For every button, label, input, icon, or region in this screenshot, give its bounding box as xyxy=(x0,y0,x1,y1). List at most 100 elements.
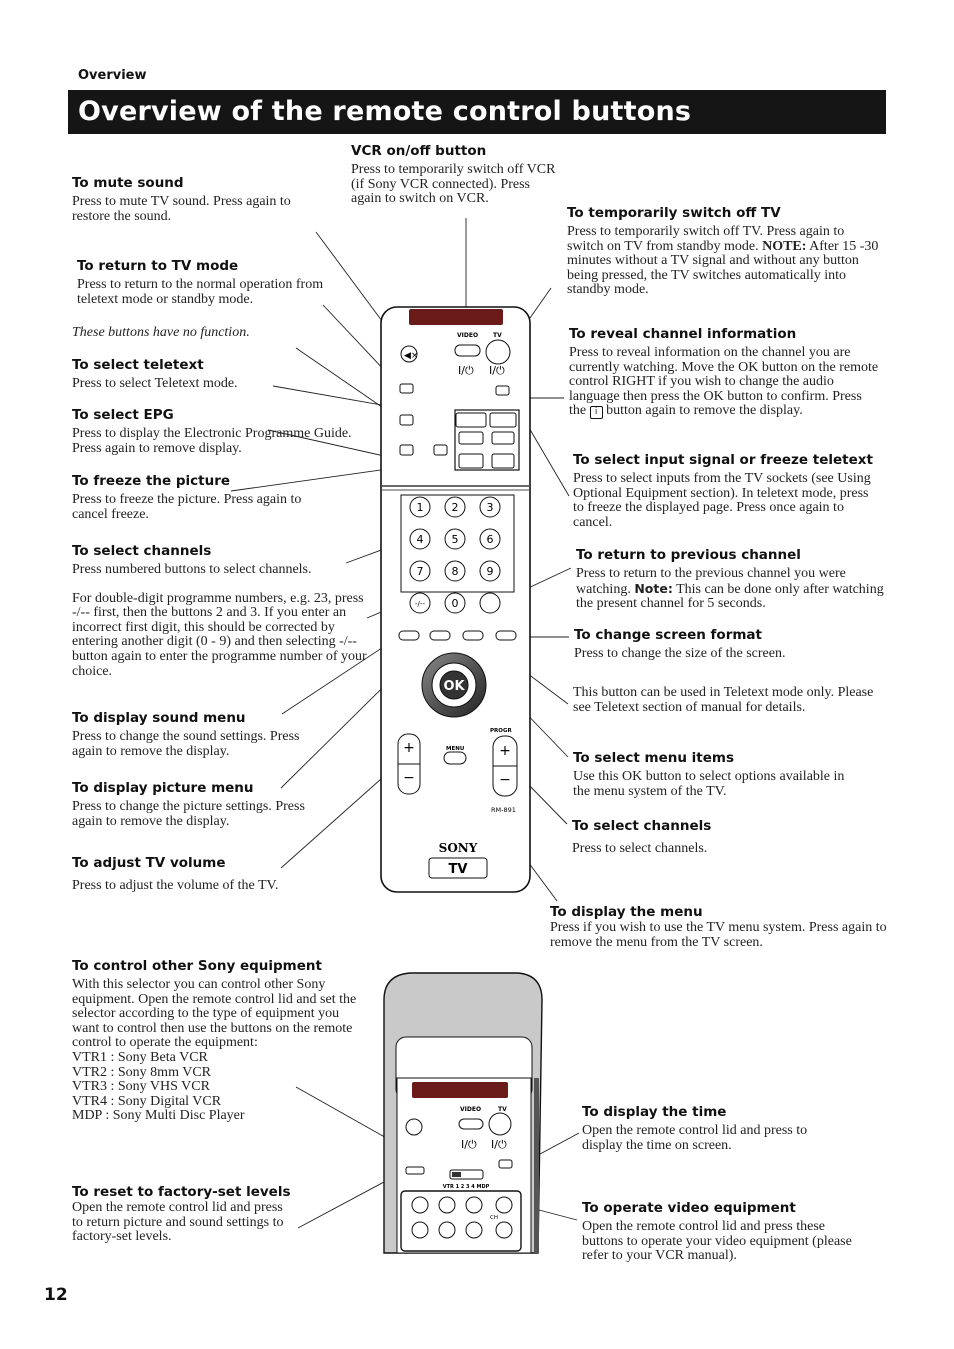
svg-text:I/⏻: I/⏻ xyxy=(491,1138,507,1151)
time-heading: To display the time xyxy=(582,1104,727,1120)
equipment-item: MDP : Sony Multi Disc Player xyxy=(72,1108,245,1124)
svg-text:TV: TV xyxy=(498,1106,507,1113)
svg-text:1: 1 xyxy=(417,501,424,514)
picture-menu-block: To display picture menu Press to change … xyxy=(72,780,312,829)
volume-heading: To adjust TV volume xyxy=(72,855,226,871)
factory-text: Open the remote control lid and press to… xyxy=(72,1200,284,1245)
video-block: To operate video equipment Open the remo… xyxy=(582,1200,867,1264)
factory-heading: To reset to factory-set levels xyxy=(72,1184,291,1200)
title-bar: Overview of the remote control buttons xyxy=(68,90,886,134)
previous-note-label: Note: xyxy=(634,580,673,596)
svg-text:I/⏻: I/⏻ xyxy=(458,364,474,377)
previous-heading: To return to previous channel xyxy=(576,547,801,563)
svg-text:6: 6 xyxy=(487,533,494,546)
format-block: To change screen format Press to change … xyxy=(574,627,874,662)
info-icon: i xyxy=(589,406,603,420)
svg-text:8: 8 xyxy=(452,565,459,578)
freeze-heading: To freeze the picture xyxy=(72,473,231,489)
picture-menu-heading: To display picture menu xyxy=(72,780,254,796)
menu-block: To display the menu Press if you wish to… xyxy=(550,904,890,950)
channels-text: Press numbered buttons to select channel… xyxy=(72,562,312,577)
right-channels-text: Press to select channels. xyxy=(572,841,708,856)
epg-block: To select EPG Press to display the Elect… xyxy=(72,407,357,456)
svg-text:-/--: -/-- xyxy=(415,600,425,608)
switch-off-note: After 15 -30 minutes without a TV signal… xyxy=(567,238,879,298)
function-buttons xyxy=(398,630,517,641)
factory-block: To reset to factory-set levels Open the … xyxy=(72,1184,297,1245)
other-sony-heading: To control other Sony equipment xyxy=(72,958,322,974)
svg-text:0: 0 xyxy=(452,597,459,610)
channels-heading: To select channels xyxy=(72,543,212,559)
svg-text:RM-891: RM-891 xyxy=(491,806,516,814)
teletext-text: Press to select Teletext mode. xyxy=(72,376,238,391)
epg-heading: To select EPG xyxy=(72,407,174,423)
switch-off-note-label: NOTE: xyxy=(762,238,807,254)
time-text: Open the remote control lid and press to… xyxy=(582,1123,808,1153)
right-channels-heading: To select channels xyxy=(572,818,712,834)
svg-text:CH: CH xyxy=(490,1215,498,1221)
reveal-text: Press to reveal information on the chann… xyxy=(569,345,879,419)
page-title: Overview of the remote control buttons xyxy=(78,96,692,127)
svg-text:3: 3 xyxy=(487,501,494,514)
svg-text:VTR 1 2 3 4 MDP: VTR 1 2 3 4 MDP xyxy=(443,1184,490,1190)
page-number: 12 xyxy=(44,1285,68,1305)
switch-off-heading: To temporarily switch off TV xyxy=(567,205,781,221)
format-heading: To change screen format xyxy=(574,627,762,643)
vcr-heading: VCR on/off button xyxy=(351,143,487,159)
freeze-text: Press to freeze the picture. Press again… xyxy=(72,492,302,522)
equipment-item: VTR4 : Sony Digital VCR xyxy=(72,1093,222,1109)
teletext-block: To select teletext Press to select Telet… xyxy=(72,357,342,392)
menu-items-block: To select menu items Use this OK button … xyxy=(573,750,863,799)
input-heading: To select input signal or freeze teletex… xyxy=(573,452,873,468)
video-text: Open the remote control lid and press th… xyxy=(582,1219,852,1264)
previous-text: Press to return to the previous channel … xyxy=(576,566,846,597)
reveal-heading: To reveal channel information xyxy=(569,326,797,342)
svg-text:I/⏻: I/⏻ xyxy=(461,1138,477,1151)
svg-text:VIDEO: VIDEO xyxy=(457,332,478,339)
no-function-note: These buttons have no function. xyxy=(72,325,250,340)
tv-mode-text: Press to return to the normal operation … xyxy=(77,277,324,307)
equipment-item: VTR1 : Sony Beta VCR xyxy=(72,1049,208,1065)
tv-mode-block: To return to TV mode Press to return to … xyxy=(77,258,335,307)
format-text: Press to change the size of the screen. xyxy=(574,646,786,661)
svg-text:VIDEO: VIDEO xyxy=(460,1106,481,1113)
main-remote: VIDEO TV ◀× I/⏻ I/⏻ 1 2 3 4 5 6 7 8 9 - xyxy=(380,306,531,893)
svg-text:◀×: ◀× xyxy=(404,351,418,361)
reveal-block: To reveal channel information Press to r… xyxy=(569,326,879,420)
switch-off-text: Press to temporarily switch off TV. Pres… xyxy=(567,224,845,254)
section-label: Overview xyxy=(78,68,147,83)
svg-text:−: − xyxy=(499,772,511,788)
previous-block: To return to previous channel Press to r… xyxy=(576,547,891,612)
input-text: Press to select inputs from the TV socke… xyxy=(573,471,871,530)
freeze-block: To freeze the picture Press to freeze th… xyxy=(72,473,312,522)
menu-items-heading: To select menu items xyxy=(573,750,735,766)
svg-text:7: 7 xyxy=(417,565,424,578)
time-block: To display the time Open the remote cont… xyxy=(582,1104,822,1153)
mute-heading: To mute sound xyxy=(72,175,184,191)
other-sony-block: To control other Sony equipment With thi… xyxy=(72,958,364,1124)
svg-text:SONY: SONY xyxy=(439,841,478,855)
svg-text:9: 9 xyxy=(487,565,494,578)
teletext-only-text: This button can be used in Teletext mode… xyxy=(573,685,874,715)
svg-text:MENU: MENU xyxy=(446,746,464,752)
open-lid-remote: VIDEO TV I/⏻ I/⏻ VTR 1 2 3 4 MDP CH xyxy=(383,972,543,1254)
sound-menu-block: To display sound menu Press to change th… xyxy=(72,710,312,759)
previous-note: This can be done only after watching the… xyxy=(576,581,884,612)
mute-text: Press to mute TV sound. Press again to r… xyxy=(72,194,291,224)
picture-menu-text: Press to change the picture settings. Pr… xyxy=(72,799,305,829)
channels-text-2: For double-digit programme numbers, e.g.… xyxy=(72,590,367,679)
menu-items-text: Use this OK button to select options ava… xyxy=(573,769,845,799)
video-heading: To operate video equipment xyxy=(582,1200,796,1216)
vcr-block: VCR on/off button Press to temporarily s… xyxy=(351,143,556,207)
reveal-text-b: button again to remove the display. xyxy=(606,403,803,419)
svg-text:2: 2 xyxy=(452,501,459,514)
switch-off-block: To temporarily switch off TV Press to te… xyxy=(567,205,882,298)
teletext-heading: To select teletext xyxy=(72,357,204,373)
sound-menu-heading: To display sound menu xyxy=(72,710,246,726)
svg-text:PROGR: PROGR xyxy=(490,728,512,734)
equipment-item: VTR3 : Sony VHS VCR xyxy=(72,1079,210,1095)
teletext-only-block: This button can be used in Teletext mode… xyxy=(573,685,878,715)
other-sony-text: With this selector you can control other… xyxy=(72,977,357,1051)
channels-block: To select channels Press numbered button… xyxy=(72,543,372,679)
vcr-text: Press to temporarily switch off VCR (if … xyxy=(351,162,556,207)
